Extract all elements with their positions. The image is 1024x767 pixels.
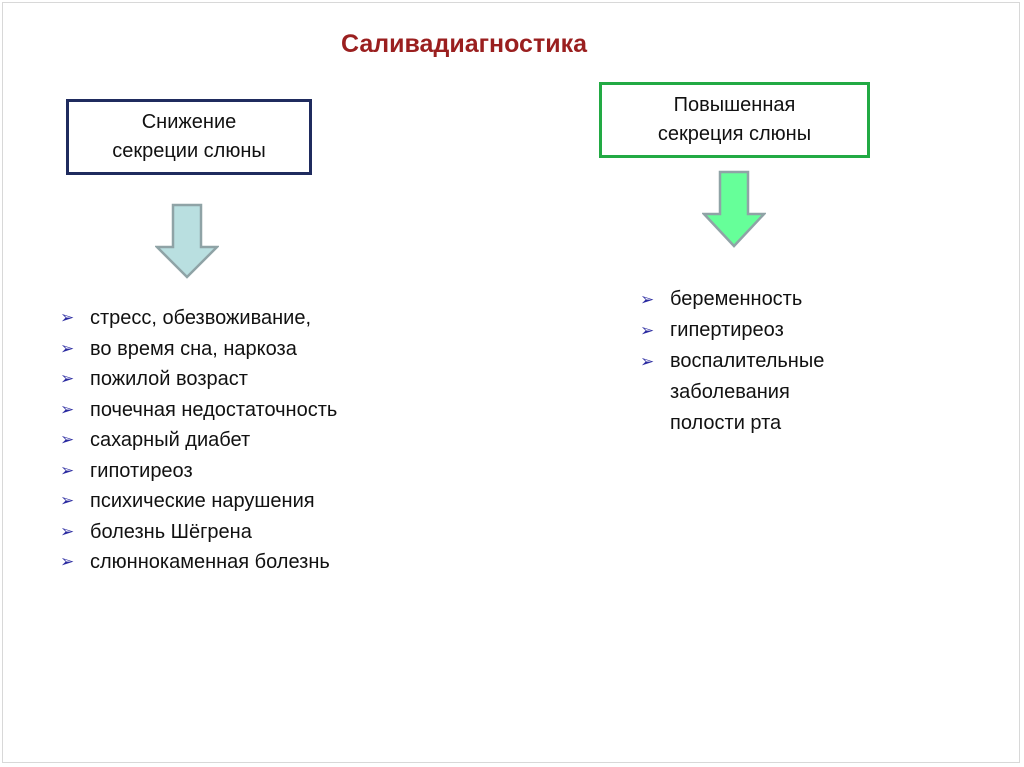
list-item: ➢стресс, обезвоживание, bbox=[60, 303, 337, 334]
arrow-bullet-icon: ➢ bbox=[640, 290, 655, 309]
list-item: ➢почечная недостаточность bbox=[60, 395, 337, 426]
list-item: ➢слюннокаменная болезнь bbox=[60, 547, 337, 578]
arrow-bullet-icon: ➢ bbox=[60, 430, 75, 449]
list-item: ➢гипертиреоз bbox=[640, 315, 824, 346]
arrow-bullet-icon: ➢ bbox=[60, 308, 75, 327]
down-arrow-icon bbox=[155, 203, 219, 279]
list-item: ➢психические нарушения bbox=[60, 486, 337, 517]
list-item: ➢во время сна, наркоза bbox=[60, 334, 337, 365]
list-item: ➢воспалительные заболевания полости рта bbox=[640, 346, 824, 439]
arrow-bullet-icon: ➢ bbox=[640, 352, 655, 371]
increased-causes-list: ➢беременность ➢гипертиреоз ➢воспалительн… bbox=[640, 284, 824, 439]
box-line: секреции слюны bbox=[112, 140, 266, 162]
decreased-causes-list: ➢стресс, обезвоживание, ➢во время сна, н… bbox=[60, 303, 337, 578]
box-line: Снижение bbox=[141, 111, 237, 133]
list-item: ➢гипотиреоз bbox=[60, 456, 337, 487]
arrow-bullet-icon: ➢ bbox=[60, 460, 75, 480]
arrow-bullet-icon: ➢ bbox=[60, 491, 75, 510]
list-item: ➢сахарный диабет bbox=[60, 425, 337, 456]
arrow-bullet-icon: ➢ bbox=[60, 369, 75, 388]
down-arrow-icon bbox=[702, 170, 766, 248]
list-item: ➢пожилой возраст bbox=[60, 364, 337, 395]
box-line: Повышенная bbox=[673, 94, 796, 116]
arrow-bullet-icon: ➢ bbox=[640, 321, 655, 340]
arrow-bullet-icon: ➢ bbox=[60, 521, 75, 541]
arrow-bullet-icon: ➢ bbox=[60, 552, 75, 571]
arrow-bullet-icon: ➢ bbox=[60, 338, 75, 358]
arrow-bullet-icon: ➢ bbox=[60, 399, 75, 419]
box-line: секреция слюны bbox=[657, 123, 812, 145]
decreased-secretion-box: Снижение секреции слюны bbox=[66, 99, 312, 175]
list-item: ➢беременность bbox=[640, 284, 824, 315]
slide-title: Саливадиагностика bbox=[341, 30, 587, 58]
increased-secretion-box: Повышенная секреция слюны bbox=[599, 82, 870, 158]
list-item: ➢болезнь Шёгрена bbox=[60, 517, 337, 548]
